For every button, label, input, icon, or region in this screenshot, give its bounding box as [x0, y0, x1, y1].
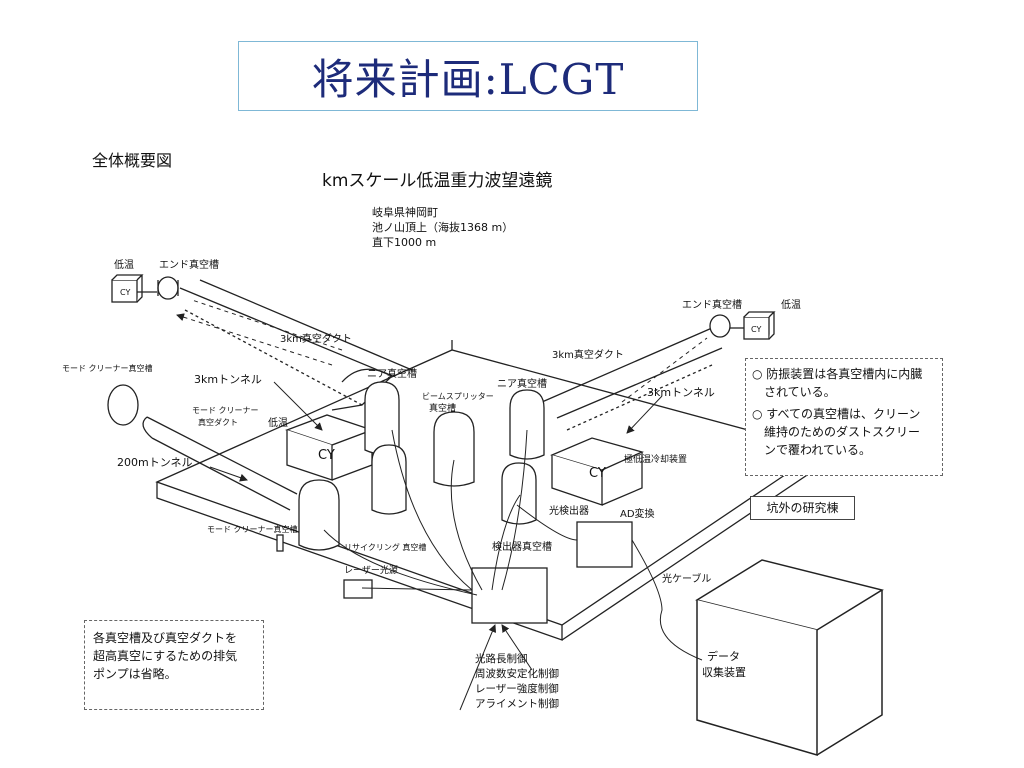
note-right-line-3: ○ すべての真空槽は、クリーン — [752, 407, 921, 421]
cy-box-center — [285, 414, 374, 481]
cy-box-right — [550, 437, 644, 506]
near-tank-left — [364, 381, 400, 455]
left-end-station — [111, 274, 179, 303]
label-cy-end-right: CY — [751, 325, 761, 334]
mode-cleaner-duct — [142, 416, 298, 511]
label-duct-left: 3km真空ダクト — [280, 332, 352, 345]
overview-diagram: 全体概要図 kmスケール低温重力波望遠鏡 岐阜県神岡町 池ノ山頂上（海抜1368… — [62, 151, 884, 756]
detector-tank — [501, 462, 537, 525]
cables — [323, 429, 703, 661]
label-mode-cleaner-tank-top: モード クリーナー真空槽 — [62, 363, 153, 373]
label-detector-tank: 検出器真空槽 — [492, 540, 552, 553]
note-left-line-2: 超高真空にするための排気 — [93, 649, 238, 663]
label-beam-splitter-1: ビームスプリッター — [422, 392, 494, 401]
location-line-2: 池ノ山頂上（海抜1368 m） — [372, 220, 513, 234]
label-tunnel-left: 3kmトンネル — [194, 373, 262, 386]
note-left-line-1: 各真空槽及び真空ダクトを — [93, 631, 238, 645]
control-item: レーザー強度制御 — [475, 683, 559, 695]
label-tunnel-200m: 200mトンネル — [117, 456, 193, 469]
label-cooling: 極低温冷却装置 — [624, 453, 687, 465]
dashed-arrows — [176, 299, 708, 403]
label-laser: レーザー光源 — [344, 564, 398, 576]
label-photodetector: 光検出器 — [549, 504, 589, 517]
label-mode-cleaner-duct-2: 真空ダクト — [198, 417, 238, 427]
slide-title-box: 将来計画:LCGT — [238, 41, 698, 111]
note-left: 各真空槽及び真空ダクトを 超高真空にするための排気 ポンプは省略。 — [84, 620, 264, 710]
small-pump — [276, 534, 284, 552]
label-cryo-center: 低温 — [268, 416, 288, 429]
label-beam-splitter-2: 真空槽 — [429, 402, 456, 414]
mode-cleaner-tank-top — [107, 384, 139, 426]
label-ad: AD変換 — [620, 507, 655, 520]
label-cy-end-left: CY — [120, 288, 130, 297]
label-mode-cleaner-duct-1: モード クリーナー — [192, 406, 259, 415]
label-recycling-tank: リサイクリング 真空槽 — [344, 542, 426, 552]
label-mode-cleaner-tank-bottom: モード クリーナー真空槽 — [207, 524, 298, 534]
control-box — [471, 567, 548, 624]
label-near-tank-right: ニア真空槽 — [497, 377, 547, 390]
laser-box — [343, 579, 373, 599]
note-right-line-1: ○ 防振装置は各真空槽内に内臓 — [752, 367, 923, 381]
label-cy-center: CY — [318, 448, 335, 463]
label-data-1: データ — [707, 649, 740, 663]
label-tunnel-right: 3kmトンネル — [647, 386, 715, 399]
right-end-station — [709, 311, 776, 340]
location-line-1: 岐阜県神岡町 — [372, 205, 438, 219]
label-cryo-left: 低温 — [114, 258, 134, 271]
slide-title: 将来計画:LCGT — [311, 54, 625, 104]
control-item: 周波数安定化制御 — [475, 668, 559, 680]
note-right: ○ 防振装置は各真空槽内に内臓 されている。 ○ すべての真空槽は、クリーン 維… — [745, 358, 943, 476]
control-list: 光路長制御 周波数安定化制御 レーザー強度制御 アライメント制御 — [475, 652, 559, 712]
pointer-arrows — [209, 381, 663, 711]
label-end-tank-right: エンド真空槽 — [682, 298, 742, 311]
note-right-line-2: されている。 — [764, 385, 836, 399]
label-near-tank-left: ニア真空槽 — [367, 367, 417, 380]
label-end-tank-left: エンド真空槽 — [159, 258, 219, 271]
recycling-tank — [371, 444, 407, 515]
label-optical-cable: 光ケーブル — [662, 572, 711, 585]
label-cy-right: CY — [589, 466, 606, 481]
label-cryo-right: 低温 — [781, 298, 801, 311]
ad-converter-box — [576, 521, 633, 568]
note-right-line-4: 維持のためのダストスクリー — [764, 425, 921, 439]
control-item: アライメント制御 — [475, 698, 559, 710]
lab-label: 坑外の研究棟 — [766, 501, 839, 515]
note-right-line-5: ンで覆われている。 — [764, 443, 872, 457]
figure-header: 全体概要図 — [92, 151, 172, 170]
near-tank-right — [509, 389, 545, 460]
figure-heading: kmスケール低温重力波望遠鏡 — [322, 171, 552, 191]
lab-label-box: 坑外の研究棟 — [750, 496, 855, 520]
label-data-2: 収集装置 — [702, 665, 746, 679]
label-duct-right: 3km真空ダクト — [552, 348, 624, 361]
data-acquisition-cube — [695, 559, 884, 756]
control-item: 光路長制御 — [475, 653, 528, 665]
overview-figure: 全体概要図 kmスケール低温重力波望遠鏡 岐阜県神岡町 池ノ山頂上（海抜1368… — [62, 120, 972, 768]
beam-splitter-tank — [433, 411, 475, 487]
right-3km-duct — [541, 327, 723, 431]
location-line-3: 直下1000 m — [372, 235, 436, 249]
mode-cleaner-tank-bottom — [298, 479, 340, 551]
note-left-line-3: ポンプは省略。 — [93, 667, 177, 681]
